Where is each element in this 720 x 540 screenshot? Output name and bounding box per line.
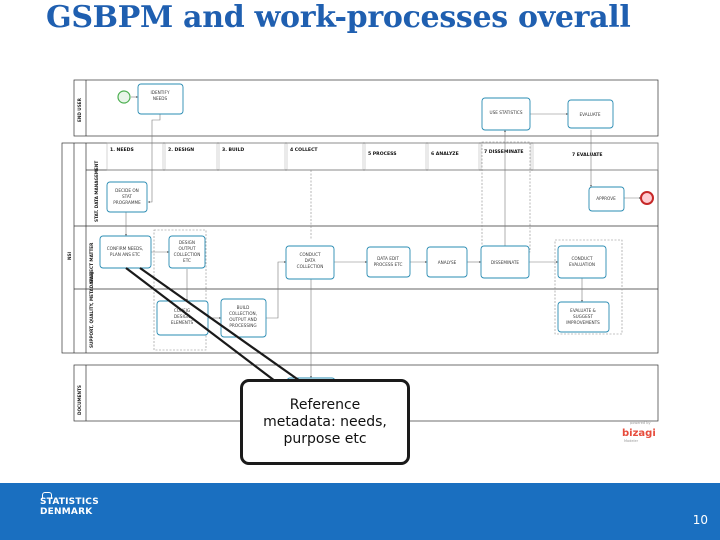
- svg-text:USE STATISTICS: USE STATISTICS: [490, 110, 523, 115]
- task-evaluate: EVALUATE: [567, 99, 614, 129]
- logo-line-1: STATISTICS: [40, 497, 99, 507]
- callout-line-2: metadata: needs,: [263, 414, 387, 430]
- phase-build: 3. BUILD: [222, 147, 244, 153]
- bizagi-watermark: powered by bizagi Modeler: [622, 421, 656, 443]
- phase-header: 1. NEEDS 2. DESIGN 3. BUILD 4 COLLECT 5 …: [106, 142, 659, 171]
- stat-management-lane-label: STAT. DATA MANAGEMENT: [94, 161, 99, 222]
- slide-title: GSBPM and work-processes overall: [46, 0, 631, 35]
- task-approve: APPROVE: [588, 186, 625, 212]
- sequence-flows: [124, 95, 642, 379]
- phase-design: 2. DESIGN: [168, 147, 194, 153]
- start-event-icon: [117, 90, 131, 104]
- evaluate-group-box: [554, 239, 623, 335]
- svg-text:Modeler: Modeler: [624, 439, 639, 443]
- phase-process: 5 PROCESS: [368, 151, 397, 157]
- disseminate-group-box: [481, 141, 531, 253]
- task-confirm-needs: CONFIRM NEEDS,PLAN ANS ETC: [99, 235, 152, 269]
- callout-line-3: purpose etc: [283, 431, 367, 447]
- svg-text:powered by: powered by: [630, 421, 651, 425]
- svg-text:EVALUATE: EVALUATE: [579, 112, 600, 117]
- task-analyse: ANALYSE: [426, 246, 468, 278]
- statistics-denmark-logo: STATISTICS DENMARK: [40, 497, 99, 517]
- end-user-lane-label: END USER: [77, 97, 82, 122]
- callout-line-1: Reference: [289, 397, 361, 413]
- svg-text:ANALYSE: ANALYSE: [438, 260, 457, 265]
- task-use-statistics: USE STATISTICS: [481, 97, 531, 131]
- documents-lane-label: DOCUMENTS: [77, 385, 82, 415]
- task-disseminate: DISSEMINATE: [480, 245, 530, 279]
- support-lane-label: SUPPORT, QUALITY, METADATA E: [89, 272, 94, 348]
- callout-pointer: [125, 267, 301, 382]
- page-number: 10: [692, 513, 708, 527]
- phase-disseminate: 7 DISSEMINATE: [484, 149, 523, 155]
- reference-metadata-callout: Reference metadata: needs, purpose etc: [240, 379, 410, 465]
- crown-icon: [42, 492, 52, 499]
- end-user-lane: END USER: [73, 79, 659, 137]
- logo-line-2: DENMARK: [40, 507, 93, 517]
- phase-needs: 1. NEEDS: [110, 147, 134, 153]
- phase-collect: 4 COLLECT: [290, 147, 318, 153]
- end-event-icon: [640, 191, 654, 205]
- phase-evaluate: 7 EVALUATE: [572, 152, 603, 158]
- svg-text:bizagi: bizagi: [622, 428, 656, 439]
- footer-bar: [0, 483, 720, 540]
- svg-text:CONFIRM NEEDS,PLAN ANS ETC: CONFIRM NEEDS,PLAN ANS ETC: [107, 246, 144, 257]
- phase-analyze: 6 ANALYZE: [431, 151, 459, 157]
- svg-text:APPROVE: APPROVE: [596, 196, 616, 201]
- subject-matter-lane-label: SUBJECT MATTER: [89, 242, 94, 283]
- svg-text:DISSEMINATE: DISSEMINATE: [491, 260, 519, 265]
- nsi-pool-label: NSI: [67, 251, 72, 260]
